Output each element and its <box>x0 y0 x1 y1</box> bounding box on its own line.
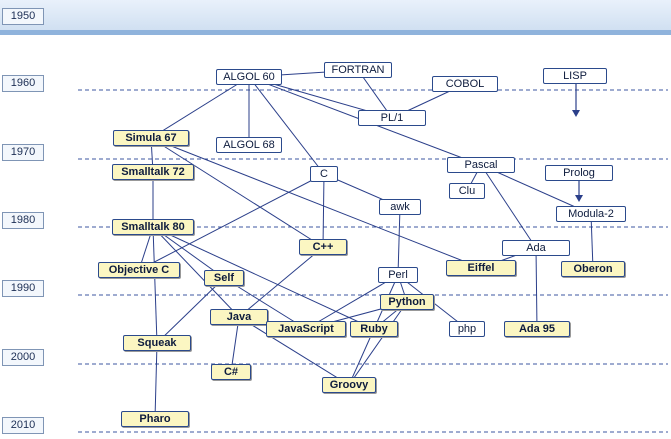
node-perl: Perl <box>378 267 418 283</box>
year-label-2010: 2010 <box>2 417 44 434</box>
header-band <box>0 0 671 32</box>
year-label-1950: 1950 <box>2 8 44 25</box>
edge-simula67-eiffel <box>150 137 482 269</box>
edge-simula67-cpp <box>150 137 324 248</box>
edge-smalltalk80-squeak <box>152 226 158 344</box>
node-algol60: ALGOL 60 <box>216 69 282 85</box>
node-smalltalk80: Smalltalk 80 <box>112 219 194 235</box>
node-php: php <box>449 321 485 337</box>
node-cpp: C++ <box>299 239 347 255</box>
edge-ada-ada95 <box>535 247 538 330</box>
node-simula67: Simula 67 <box>113 130 189 146</box>
edge-smalltalk80-self <box>152 226 225 279</box>
node-cobol: COBOL <box>432 76 498 92</box>
node-prolog: Prolog <box>545 165 613 181</box>
node-clu: Clu <box>449 183 485 199</box>
node-fortran: FORTRAN <box>324 62 392 78</box>
node-lisp: LISP <box>543 68 607 84</box>
node-smalltalk72: Smalltalk 72 <box>112 164 194 180</box>
edge-smalltalk80-java <box>152 226 240 318</box>
header-rule <box>0 30 671 35</box>
node-awk: awk <box>379 199 421 215</box>
edge-c-cpp <box>322 173 325 248</box>
edge-squeak-pharo <box>154 342 158 420</box>
arrow-head-prolog <box>575 195 583 202</box>
edge-cpp-java <box>238 246 324 318</box>
node-pl1: PL/1 <box>358 110 426 126</box>
edge-modula2-oberon <box>590 213 594 270</box>
edge-perl-javascript <box>305 274 399 330</box>
node-csharp: C# <box>211 364 251 380</box>
edge-ruby-groovy <box>348 328 375 386</box>
edge-java-groovy <box>238 316 350 386</box>
node-self: Self <box>204 270 244 286</box>
year-label-1980: 1980 <box>2 212 44 229</box>
node-modula2: Modula-2 <box>556 206 626 222</box>
node-pascal: Pascal <box>447 157 515 173</box>
edge-algol60-c <box>248 76 325 175</box>
node-squeak: Squeak <box>123 335 191 351</box>
node-java: Java <box>210 309 268 325</box>
edge-pascal-modula2 <box>480 164 592 215</box>
year-label-2000: 2000 <box>2 349 44 366</box>
edge-python-groovy <box>348 301 408 386</box>
node-oberon: Oberon <box>561 261 625 277</box>
edge-pascal-ada <box>480 164 537 249</box>
edge-c-objc <box>138 173 325 271</box>
node-algol68: ALGOL 68 <box>216 137 282 153</box>
edge-self-squeak <box>156 277 225 344</box>
edge-self-javascript <box>223 277 307 330</box>
node-objc: Objective C <box>98 262 180 278</box>
node-javascript: JavaScript <box>266 321 346 337</box>
node-eiffel: Eiffel <box>446 260 516 276</box>
node-c: C <box>310 166 338 182</box>
node-groovy: Groovy <box>322 377 376 393</box>
edge-java-csharp <box>230 316 240 373</box>
node-pharo: Pharo <box>121 411 189 427</box>
node-ruby: Ruby <box>350 321 398 337</box>
node-python: Python <box>380 294 434 310</box>
year-label-1990: 1990 <box>2 280 44 297</box>
edge-awk-perl <box>397 206 401 276</box>
year-label-1960: 1960 <box>2 75 44 92</box>
year-label-1970: 1970 <box>2 144 44 161</box>
node-ada: Ada <box>502 240 570 256</box>
edge-algol60-simula67 <box>150 76 250 139</box>
arrow-head-lisp <box>572 110 580 117</box>
node-ada95: Ada 95 <box>504 321 570 337</box>
